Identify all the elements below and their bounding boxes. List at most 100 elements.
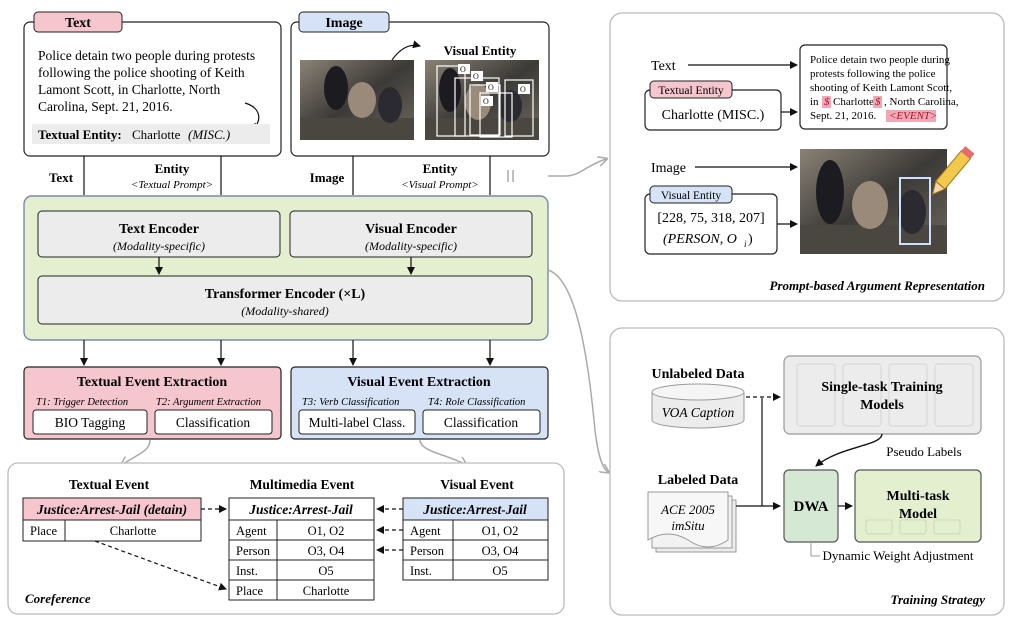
input-labels: Text Entity <Textual Prompt> Image Entit… — [49, 156, 491, 195]
multi-task-line-2: Model — [899, 507, 937, 522]
encoder-block: Text Encoder (Modality-specific) Visual … — [23, 195, 549, 341]
vis-row-2-value: O3, O4 — [482, 544, 520, 558]
visual-event-type: Justice:Arrest-Jail — [422, 502, 527, 517]
vis-row-3-value: O5 — [492, 564, 507, 578]
marker-end: $ — [875, 96, 881, 108]
task-t3: T3: Verb Classification — [302, 397, 399, 408]
voa-caption: VOA Caption — [662, 405, 735, 420]
visual-event-heading: Visual Event — [440, 477, 514, 492]
input-text-label: Text — [49, 170, 74, 185]
text-body-line-2: following the police shooting of Keith — [38, 65, 245, 80]
mm-row-4-value: Charlotte — [303, 584, 350, 598]
event-token: <EVENT> — [889, 110, 937, 122]
prompt-visual-entity-tag: Visual Entity — [661, 190, 722, 202]
object-tag-3: O — [488, 83, 494, 92]
text-encoder-sub: (Modality-specific) — [113, 239, 205, 253]
visual-event-extraction: Visual Event Extraction T3: Verb Classif… — [290, 366, 549, 440]
multi-task-line-1: Multi-task — [887, 489, 950, 504]
pseudo-labels-label: Pseudo Labels — [886, 444, 961, 459]
labeled-data-docs: ACE 2005 imSitu — [647, 491, 737, 553]
marker-start: $ — [824, 96, 830, 108]
marked-line-4b: , North Carolina, — [884, 96, 959, 108]
visual-encoder: Visual Encoder — [365, 222, 457, 237]
transformer-encoder-sub: (Modality-shared) — [241, 304, 329, 318]
voa-database: VOA Caption — [651, 383, 745, 429]
mm-row-4-role: Place — [236, 584, 264, 598]
dwa-box: DWA — [793, 499, 828, 515]
task-t2: T2: Argument Extraction — [156, 397, 261, 408]
textual-extraction-title: Textual Event Extraction — [77, 375, 228, 390]
prompt-image-label: Image — [651, 161, 686, 176]
mm-row-1-role: Agent — [236, 524, 267, 538]
prompt-textual-entity-tag: Textual Entity — [658, 85, 724, 97]
selected-bbox — [899, 177, 931, 245]
prompt-visual-entity-type: (PERSON, O — [663, 232, 737, 247]
text-body-line-1: Police detain two people during protests — [38, 48, 255, 63]
text-body-line-4: Carolina, Sept. 21, 2016. — [38, 99, 173, 114]
textual-row-role: Place — [30, 524, 58, 538]
visual-extraction-title: Visual Event Extraction — [347, 375, 491, 390]
vis-row-3-role: Inst. — [410, 564, 432, 578]
textual-event-type: Justice:Arrest-Jail (detain) — [36, 502, 187, 517]
argument-classification-box: Classification — [176, 415, 250, 430]
object-tag-1: O — [460, 65, 466, 74]
unlabeled-data-label: Unlabeled Data — [652, 367, 745, 382]
coreference-arrows — [94, 505, 403, 591]
bio-tagging-box: BIO Tagging — [55, 415, 126, 430]
labeled-data-label: Labeled Data — [658, 473, 739, 488]
mm-row-1-value: O1, O2 — [308, 524, 345, 538]
vis-row-1-role: Agent — [410, 524, 441, 538]
task-t4: T4: Role Classification — [428, 397, 525, 408]
multimedia-rows: Agent O1, O2 Person O3, O4 Inst. O5 Plac… — [228, 519, 375, 601]
coreference-label: Coreference — [25, 591, 91, 606]
single-task-line-1: Single-task Training — [821, 380, 942, 395]
object-bounding-boxes — [436, 65, 534, 138]
training-panel-caption: Training Strategy — [890, 592, 985, 607]
prompt-visual-entity-bbox: [228, 75, 318, 207] — [657, 211, 764, 226]
transformer-encoder: Transformer Encoder (×L) — [205, 287, 366, 302]
prompt-panel: Text Textual Entity Charlotte (MISC.) Po… — [507, 12, 1005, 302]
textual-entity-value: Charlotte — [132, 127, 181, 142]
text-panel: Text Police detain two people during pro… — [23, 11, 282, 157]
visual-rows: Agent O1, O2 Person O3, O4 Inst. O5 — [402, 519, 549, 581]
object-tag-5: O — [520, 85, 526, 94]
training-panel: Unlabeled Data VOA Caption Single-task T… — [609, 327, 1005, 616]
marked-line-1: Police detain two people during — [810, 54, 950, 66]
input-entity-label: Entity — [155, 161, 190, 176]
textual-entity-label: Textual Entity: — [38, 127, 122, 142]
single-task-line-2: Models — [860, 398, 904, 413]
visual-entity-label: Visual Entity — [444, 43, 517, 58]
input-image-label: Image — [310, 170, 345, 185]
role-classification-box: Classification — [444, 415, 518, 430]
text-panel-tab: Text — [65, 16, 91, 31]
text-encoder: Text Encoder — [119, 222, 199, 237]
multimedia-event-heading: Multimedia Event — [250, 477, 355, 492]
vis-row-1-value: O1, O2 — [482, 524, 519, 538]
textual-row-value: Charlotte — [110, 524, 157, 538]
marked-line-3: shooting of Keith Lamont Scott, — [810, 82, 952, 94]
multimedia-event-type: Justice:Arrest-Jail — [248, 502, 353, 517]
multi-label-box: Multi-label Class. — [309, 415, 406, 430]
marked-line-4a: in — [810, 96, 819, 108]
object-tag-2: O — [473, 72, 479, 81]
image-panel-tab: Image — [325, 16, 362, 31]
textual-prompt-label: <Textual Prompt> — [131, 179, 213, 191]
prompt-text-label: Text — [651, 59, 676, 74]
vis-row-2-role: Person — [410, 544, 445, 558]
mm-row-3-value: O5 — [318, 564, 333, 578]
input-visual-entity-label: Entity — [423, 161, 458, 176]
prompt-visual-entity-close: ) — [748, 232, 753, 247]
mm-row-2-value: O3, O4 — [308, 544, 346, 558]
text-body-line-3: Lamont Scott, in Charlotte, North — [38, 82, 220, 97]
imsitu-label: imSitu — [671, 518, 705, 533]
prompt-visual-entity-sub: i — [744, 239, 747, 249]
image-panel: Image Visual Entity O O O O O — [290, 11, 550, 157]
prompt-panel-caption: Prompt-based Argument Representation — [770, 278, 985, 293]
ace-label: ACE 2005 — [660, 502, 715, 517]
visual-encoder-sub: (Modality-specific) — [365, 239, 457, 253]
marked-line-2: protests following the police — [810, 68, 936, 80]
mm-row-3-role: Inst. — [236, 564, 258, 578]
textual-event-extraction: Textual Event Extraction T1: Trigger Det… — [23, 366, 282, 440]
object-tag-4: O — [483, 97, 489, 106]
